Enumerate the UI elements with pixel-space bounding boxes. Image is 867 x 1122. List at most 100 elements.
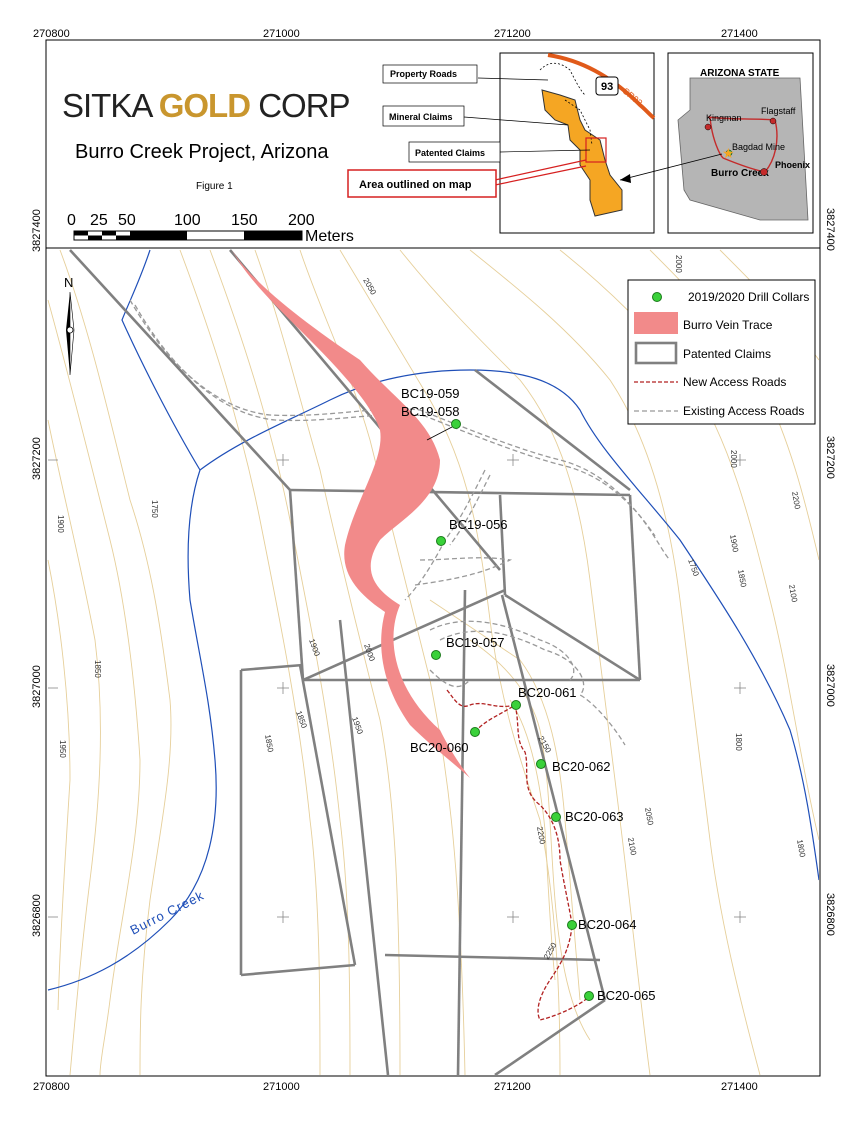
property-roads-inset [539, 62, 586, 96]
contour-label: 2100 [787, 584, 799, 604]
drill-collars [431, 419, 594, 1001]
callout-property-roads: Property Roads [390, 69, 457, 79]
contour-label: 2200 [535, 826, 547, 846]
scale-tick-label: 25 [90, 212, 108, 229]
city-kingman: Kingman [706, 113, 742, 123]
hole-label-bc19-058: BC19-058 [401, 404, 460, 419]
callout-mineral-claims: Mineral Claims [389, 112, 453, 122]
callout-patented-claims: Patented Claims [415, 148, 485, 158]
burro-vein-trace [232, 250, 470, 778]
scale-tick-label: 50 [118, 212, 136, 229]
city-bagdad-mine: Bagdad Mine [732, 142, 785, 152]
drill-collar [536, 759, 546, 769]
contour-label: 1850 [263, 734, 275, 754]
drill-collar [584, 991, 594, 1001]
easting-label: 271400 [721, 1081, 758, 1093]
coordinate-labels: 270800 271000 271200 271400 270800 27100… [31, 28, 836, 1093]
contour-label: 1850 [93, 660, 102, 678]
pointer-line [619, 153, 723, 181]
burro-creek-line [47, 249, 217, 991]
collar-leader-line [426, 426, 453, 441]
legend-claim-icon [634, 341, 678, 365]
northing-label: 3827000 [824, 664, 836, 707]
legend-label-new-roads: New Access Roads [683, 375, 786, 389]
hole-label-bc19-057: BC19-057 [446, 635, 505, 650]
project-title: Burro Creek Project, Arizona [75, 141, 329, 163]
easting-label: 270800 [33, 28, 70, 40]
legend-vein-icon [634, 312, 678, 334]
map-area: 2050 2000 2000 1750 1900 1850 1750 1900 … [47, 249, 819, 1075]
contour-lines [47, 249, 819, 1075]
arizona-shape [677, 77, 809, 221]
drill-collar [470, 727, 480, 737]
easting-label: 271000 [263, 28, 300, 40]
contour-label: 1900 [728, 534, 740, 554]
highway-shield-number: 93 [601, 81, 613, 93]
inset-property-map: 93 SR93 Property Roads Mineral Claims Pa… [347, 52, 656, 234]
drill-collar [567, 920, 577, 930]
company-logo: SITKA GOLD CORP [62, 87, 350, 124]
drill-collar [451, 419, 461, 429]
hole-label-bc20-062: BC20-062 [552, 759, 611, 774]
highway-93-line [547, 53, 656, 120]
contour-label: 1800 [734, 733, 743, 751]
tributary-creek-line [199, 369, 819, 881]
area-outlined-label: Area outlined on map [359, 179, 472, 191]
figure-label: Figure 1 [196, 181, 233, 192]
easting-label: 271200 [494, 1081, 531, 1093]
northing-label: 3827400 [824, 208, 836, 251]
legend-label-claims: Patented Claims [683, 347, 771, 361]
contour-label: 2050 [643, 807, 655, 827]
contour-label: 1950 [58, 740, 67, 758]
hole-label-bc20-063: BC20-063 [565, 809, 624, 824]
easting-label: 271400 [721, 28, 758, 40]
scale-tick-label: 100 [174, 212, 201, 229]
contour-label: 2100 [626, 837, 638, 857]
hole-label-bc20-060: BC20-060 [410, 740, 469, 755]
northing-label: 3827200 [824, 436, 836, 479]
easting-label: 271000 [263, 1081, 300, 1093]
hole-label-bc20-061: BC20-061 [518, 685, 577, 700]
easting-label: 271200 [494, 28, 531, 40]
company-name-left: SITKA [62, 87, 159, 124]
scale-tick-label: 150 [231, 212, 258, 229]
drill-collar [436, 536, 446, 546]
legend-box [627, 279, 816, 425]
new-access-roads [474, 703, 591, 1021]
pointer-arrowhead [620, 174, 631, 183]
state-title: ARIZONA STATE [700, 68, 780, 79]
drill-collar [431, 650, 441, 660]
contour-label: 1800 [795, 839, 807, 859]
contour-label: 2200 [790, 491, 802, 511]
hole-label-bc20-064: BC20-064 [578, 917, 637, 932]
contour-label: 2000 [729, 450, 738, 468]
scale-unit: Meters [305, 228, 354, 245]
property-claims-shape [541, 89, 623, 217]
drill-collar [551, 812, 561, 822]
easting-label: 270800 [33, 1081, 70, 1093]
hole-label-bc19-059: BC19-059 [401, 386, 460, 401]
city-burro-creek: Burro Creek [711, 168, 769, 179]
star-icon: ★ [722, 146, 735, 162]
inset-state-map: ARIZONA STATE Kingman Flagstaff Bagdad M… [619, 52, 814, 234]
new-access-road-spur [446, 689, 516, 708]
northing-label: 3827200 [31, 437, 43, 480]
hole-label-bc20-065: BC20-065 [597, 988, 656, 1003]
city-flagstaff: Flagstaff [761, 106, 796, 116]
scale-tick-label: 0 [67, 212, 76, 229]
contour-label: 1750 [150, 500, 159, 518]
scale-bar: 0 25 50 100 150 200 Meters [67, 212, 354, 245]
north-arrow: N [64, 275, 75, 376]
northing-label: 3827400 [31, 209, 43, 252]
grid-crosshairs [48, 454, 746, 923]
company-name-gold: GOLD [159, 87, 250, 124]
contour-label: 1900 [56, 515, 65, 533]
drill-collar [511, 700, 521, 710]
legend-label-existing-roads: Existing Access Roads [683, 404, 804, 418]
contour-label: 2000 [674, 255, 683, 273]
legend-collar-icon [652, 292, 662, 302]
northing-label: 3826800 [824, 893, 836, 936]
existing-roads [129, 299, 671, 746]
company-name-right: CORP [250, 87, 350, 124]
